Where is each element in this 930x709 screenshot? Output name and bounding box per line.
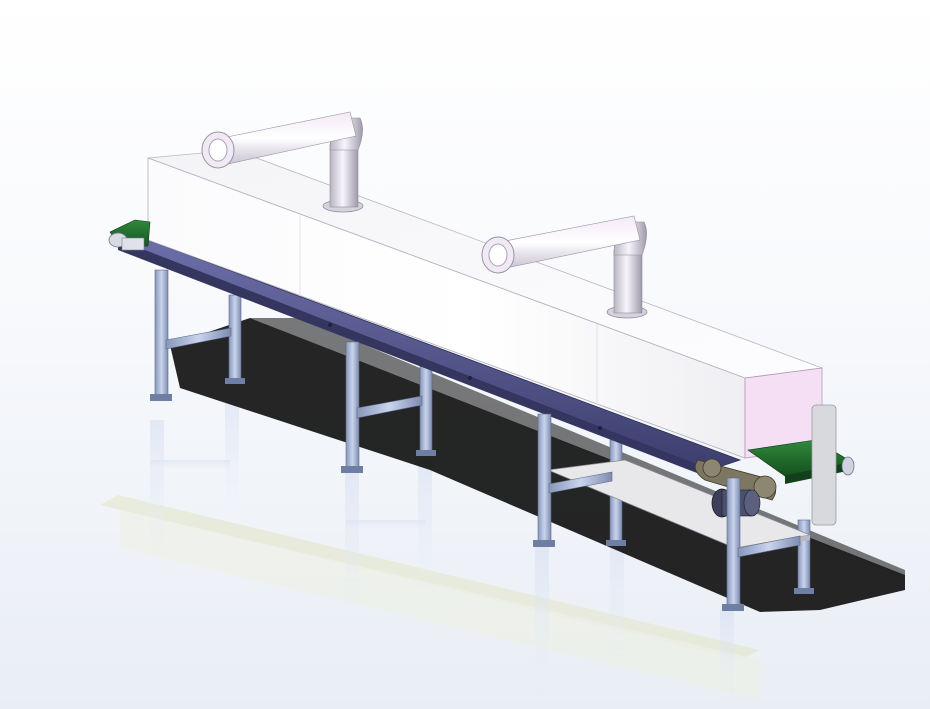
duct-flange-icon <box>481 236 515 274</box>
cross-braces <box>165 327 801 558</box>
duct-flange-icon <box>201 131 235 169</box>
rear-guard-panel <box>811 404 837 526</box>
frame-rail <box>117 239 742 478</box>
front-legs <box>150 269 744 611</box>
exhaust-duct-1 <box>201 111 364 213</box>
ground-reflection <box>100 400 760 700</box>
exhaust-duct-2 <box>481 215 648 319</box>
infeed-belt <box>108 219 151 251</box>
